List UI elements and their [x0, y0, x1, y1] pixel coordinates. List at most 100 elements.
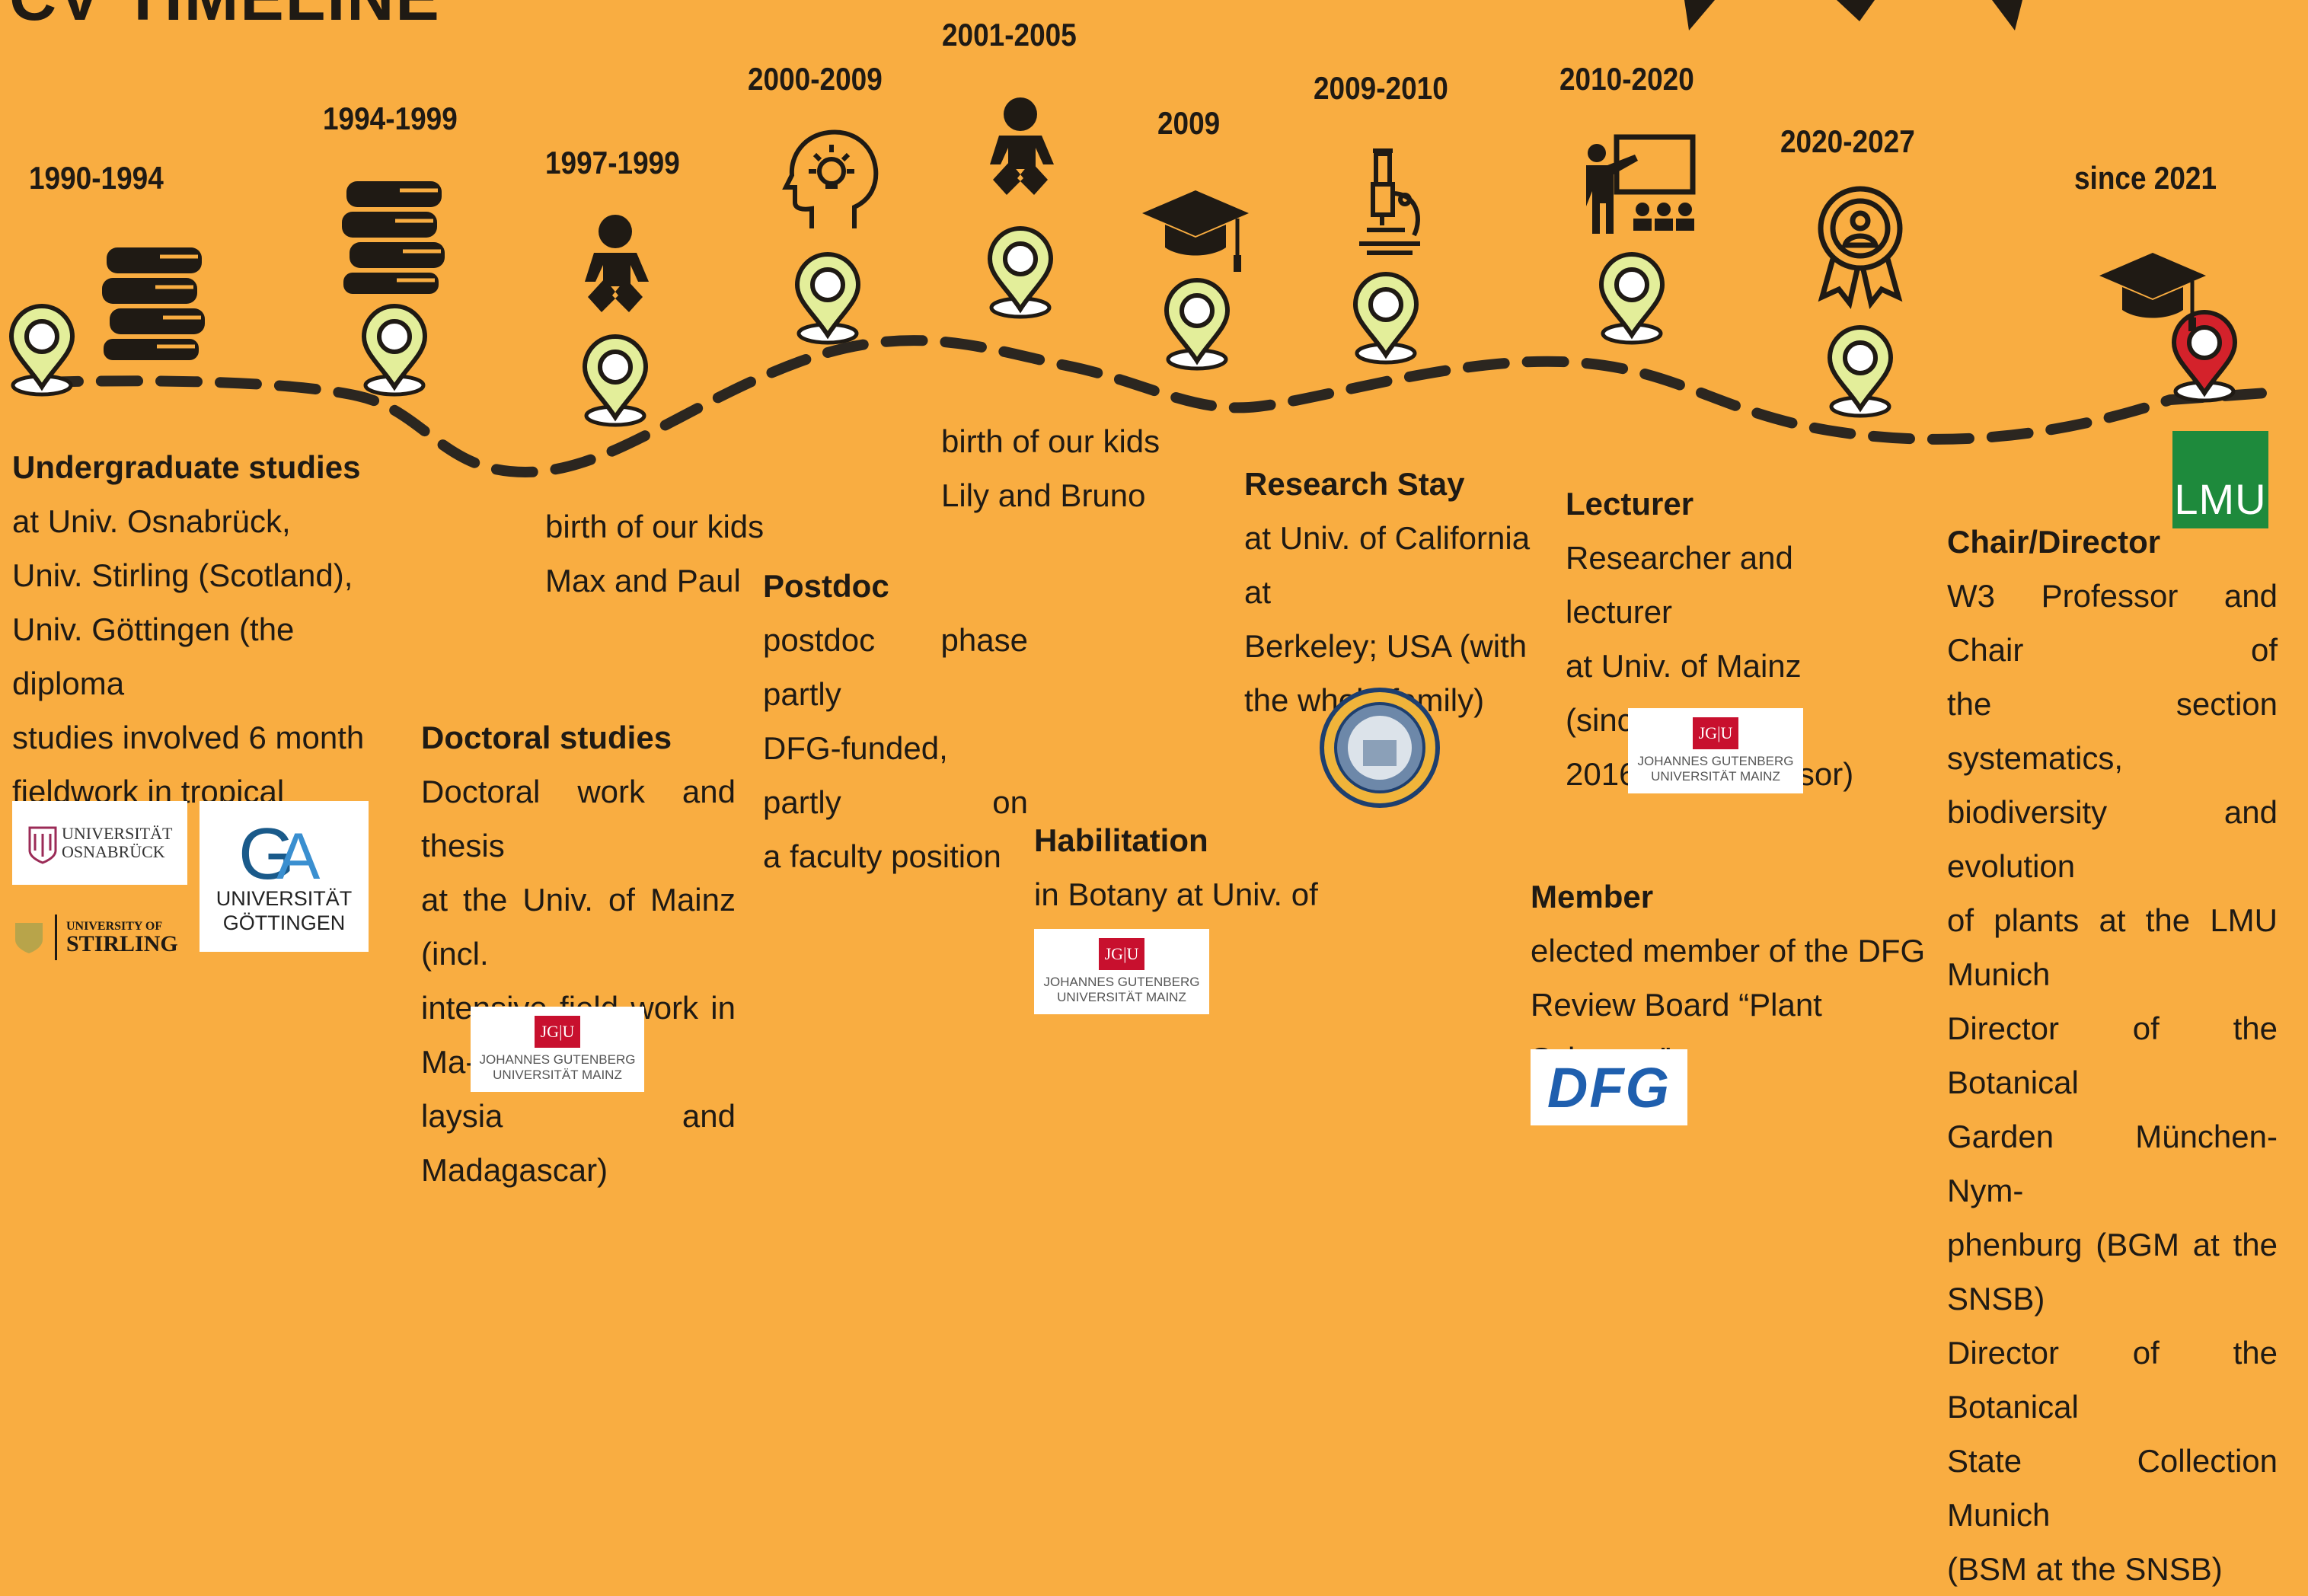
entry-line: Researcher and lecturer: [1566, 540, 1793, 630]
location-pin-icon: [361, 304, 428, 397]
decorative-arrows-icon: [1684, 0, 2022, 30]
location-pin-icon: [1164, 278, 1231, 371]
osnabrueck-emblem-icon: [28, 826, 57, 864]
entry-line: at Univ. Osnabrück,: [12, 503, 291, 539]
entry-line: State Collection Munich: [1947, 1443, 2278, 1533]
baby-icon: [990, 97, 1054, 195]
entry-heading: Chair/Director: [1947, 524, 2161, 560]
location-pin-current-icon: [2171, 310, 2238, 403]
entry-line: SNSB): [1947, 1281, 2045, 1317]
stirling-logo-text: STIRLING: [66, 931, 178, 956]
location-pin-icon: [582, 334, 649, 427]
entry-line: postdoc phase partly: [763, 622, 1028, 712]
goettingen-logo: G A UNIVERSITÄT GÖTTINGEN: [200, 801, 369, 952]
year-label: 1994-1999: [323, 101, 458, 136]
location-pin-icon: [987, 226, 1054, 319]
year-label: 2009: [1157, 105, 1221, 141]
entry-line: biodiversity and evolution: [1947, 794, 2278, 884]
entry-postdoc: Postdoc postdoc phase partly DFG-funded,…: [763, 559, 1028, 883]
graduation-cap-icon: [2099, 253, 2206, 331]
icons-layer: [102, 0, 2206, 360]
entry-line: Univ. Göttingen (the diploma: [12, 611, 295, 701]
entry-kids-2: birth of our kids Lily and Bruno: [941, 414, 1170, 522]
entry-line: Director of the Botanical: [1947, 1335, 2278, 1425]
stirling-crest-icon: [15, 923, 43, 953]
entry-line: (BSM at the SNSB): [1947, 1551, 2223, 1587]
entry-line: Director of the Botanical: [1947, 1010, 2278, 1100]
jgu-logo-text: JOHANNES GUTENBERG: [1043, 975, 1200, 989]
entry-member: Member elected member of the DFG Review …: [1531, 870, 1927, 1086]
location-pin-icon: [1352, 272, 1419, 365]
location-pin-icon: [1827, 325, 1894, 418]
svg-text:G: G: [238, 818, 295, 886]
entry-line: elected member of the DFG: [1531, 933, 1926, 969]
timeline-path: [37, 335, 2282, 478]
entry-line: the section systematics,: [1947, 686, 2278, 776]
page-title: CV TIMELINE: [9, 0, 441, 36]
year-label: 2010-2020: [1559, 61, 1694, 97]
osnabrueck-logo: UNIVERSITÄT OSNABRÜCK: [12, 801, 187, 885]
lmu-logo: LMU: [2172, 431, 2268, 528]
osnabrueck-logo-text: UNIVERSITÄT OSNABRÜCK: [62, 824, 173, 861]
stirling-logo: UNIVERSITY OF STIRLING: [12, 911, 187, 964]
entry-heading: Habilitation: [1034, 822, 1208, 858]
books-icon: [342, 181, 445, 294]
jgu-logo-text: UNIVERSITÄT MAINZ: [493, 1068, 622, 1082]
graduation-cap-icon: [1142, 190, 1249, 272]
jgu-logo-mark: JG|U: [1692, 717, 1739, 749]
jgu-logo-text: UNIVERSITÄT MAINZ: [1651, 769, 1780, 784]
dfg-logo-text: DFG: [1547, 1055, 1671, 1119]
teacher-icon: [1586, 134, 1696, 234]
entry-line: Doctoral work and thesis: [421, 774, 736, 863]
entry-heading: Member: [1531, 879, 1654, 915]
entry-line: a faculty position: [763, 838, 1001, 874]
stirling-logo-text: UNIVERSITY OF: [66, 920, 163, 933]
books-icon: [102, 247, 205, 360]
year-label: 2009-2010: [1314, 70, 1448, 106]
pins-layer: [8, 226, 2238, 427]
entry-line: Max and Paul: [545, 563, 741, 598]
entry-line: W3 Professor and Chair of: [1947, 578, 2278, 668]
lmu-logo-text: LMU: [2174, 475, 2267, 523]
entry-doctoral: Doctoral studies Doctoral work and thesi…: [421, 710, 736, 1197]
jgu-logo: JG|U JOHANNES GUTENBERG UNIVERSITÄT MAIN…: [1628, 708, 1803, 793]
jgu-logo-mark: JG|U: [534, 1016, 581, 1048]
goettingen-logo-text: GÖTTINGEN: [222, 911, 346, 934]
entry-kids-1: birth of our kids Max and Paul: [545, 500, 774, 608]
microscope-icon: [1359, 148, 1420, 255]
entry-heading: Research Stay: [1244, 466, 1465, 502]
year-label: 2001-2005: [942, 17, 1077, 53]
entry-line: birth of our kids: [941, 423, 1160, 459]
entry-line: Univ. Stirling (Scotland),: [12, 557, 353, 593]
location-pin-icon: [794, 252, 861, 345]
entry-line: studies involved 6 month: [12, 720, 365, 755]
lightbulb-head-icon: [782, 129, 879, 228]
year-label: 2000-2009: [748, 61, 883, 97]
award-badge-icon: [1818, 186, 1903, 309]
jgu-logo: JG|U JOHANNES GUTENBERG UNIVERSITÄT MAIN…: [471, 1007, 644, 1092]
location-pin-icon: [1598, 252, 1665, 345]
entry-line: phenburg (BGM at the: [1947, 1227, 2278, 1262]
uc-seal-icon: [1320, 688, 1440, 808]
jgu-logo: JG|U JOHANNES GUTENBERG UNIVERSITÄT MAIN…: [1034, 929, 1209, 1014]
entry-heading: Postdoc: [763, 568, 889, 604]
entry-line: birth of our kids: [545, 509, 765, 544]
entry-line: at Univ. of California at: [1244, 520, 1531, 610]
jgu-logo-text: UNIVERSITÄT MAINZ: [1057, 990, 1186, 1004]
year-label: since 2021: [2074, 160, 2217, 196]
entry-line: at the Univ. of Mainz (incl.: [421, 882, 736, 972]
year-label: 1997-1999: [545, 145, 680, 180]
svg-text:A: A: [276, 820, 321, 886]
jgu-logo-mark: JG|U: [1098, 938, 1145, 970]
entry-heading: Doctoral studies: [421, 720, 672, 755]
jgu-logo-text: JOHANNES GUTENBERG: [479, 1052, 636, 1067]
entry-line: DFG-funded, partly on: [763, 730, 1028, 820]
entry-heading: Lecturer: [1566, 486, 1694, 522]
goettingen-ga-icon: G A: [238, 818, 321, 886]
entry-line: Lily and Bruno: [941, 477, 1146, 513]
uc-seal-layer: [1320, 688, 1440, 808]
entry-line: Berkeley; USA (with: [1244, 628, 1527, 664]
year-label: 1990-1994: [29, 160, 164, 196]
entry-line: of plants at the LMU Munich: [1947, 902, 2278, 992]
entry-heading: Undergraduate studies: [12, 449, 361, 485]
